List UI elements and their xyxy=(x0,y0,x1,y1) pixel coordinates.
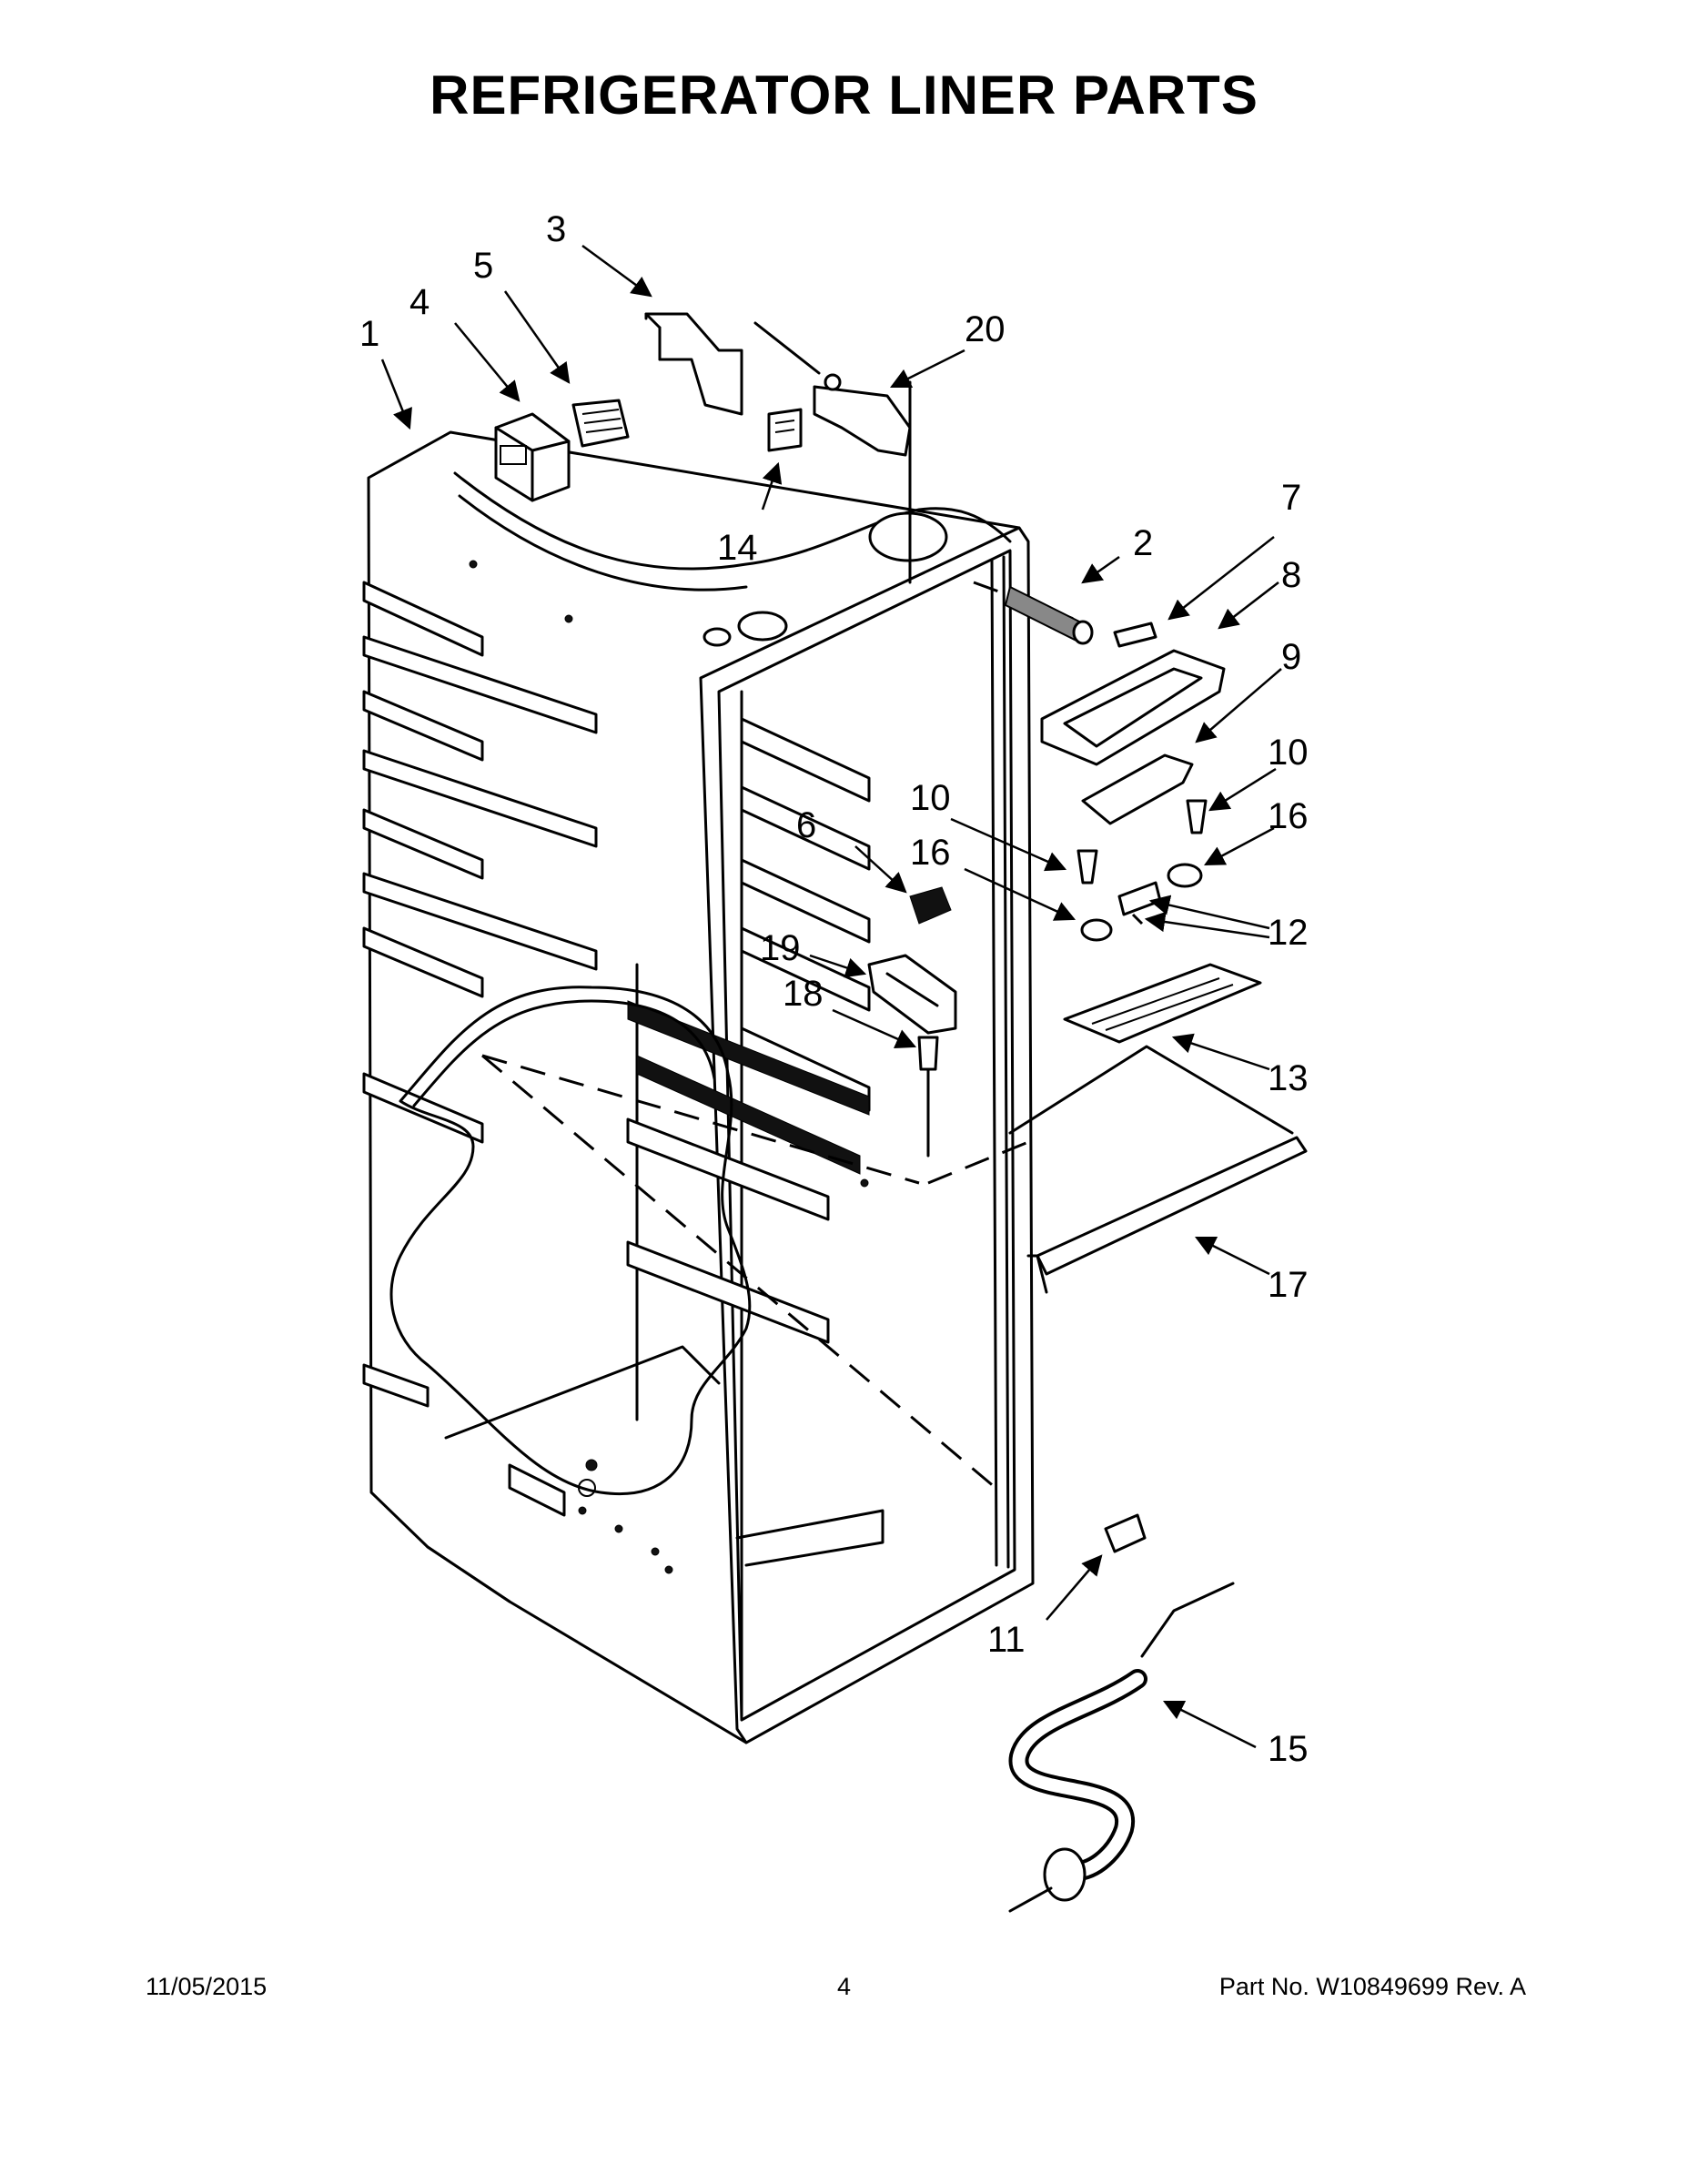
callout-2: 2 xyxy=(1133,523,1153,563)
label-part-icon xyxy=(767,408,803,452)
drain-tube-icon xyxy=(1008,1582,1235,1913)
clip-part-icon xyxy=(1113,622,1157,648)
callout-3: 3 xyxy=(546,209,566,249)
callout-11: 11 xyxy=(987,1620,1026,1660)
light-cover-icon xyxy=(1081,753,1194,825)
callout-8: 8 xyxy=(1281,555,1301,595)
callout-20: 20 xyxy=(965,309,1006,349)
sensor-probe-icon xyxy=(917,1036,939,1158)
callout-12: 12 xyxy=(1268,913,1309,953)
footer-date: 11/05/2015 xyxy=(146,1973,268,2000)
light-bulb-icon xyxy=(1080,863,1203,942)
damper-housing-icon xyxy=(867,954,957,1035)
assembly-guide-lines xyxy=(481,321,1075,1494)
bulb-socket-icon xyxy=(1117,881,1162,925)
left-wall-shelf-rails xyxy=(362,581,598,1408)
callout-16-left: 16 xyxy=(910,833,951,873)
callout-labels: 1 2 3 4 5 6 7 8 9 10 10 11 12 13 14 15 1… xyxy=(359,209,1309,1769)
callout-16-right: 16 xyxy=(1268,796,1309,836)
refrigerator-liner xyxy=(362,430,1035,1744)
callout-10-left: 10 xyxy=(910,778,951,818)
grille-part-icon xyxy=(571,399,630,448)
callout-arrows xyxy=(380,244,1282,1749)
callout-9: 9 xyxy=(1281,637,1301,677)
callout-4: 4 xyxy=(409,282,430,322)
callout-6: 6 xyxy=(796,805,816,845)
callout-14: 14 xyxy=(717,528,758,568)
callout-1: 1 xyxy=(359,314,379,354)
light-shield-icon xyxy=(1063,963,1262,1044)
callout-18: 18 xyxy=(783,974,824,1014)
thermostat-icon xyxy=(813,373,912,457)
callout-19: 19 xyxy=(760,928,801,968)
footer-page-number: 4 xyxy=(836,1973,852,2000)
screw-icon xyxy=(1076,799,1208,885)
callout-13: 13 xyxy=(1268,1058,1309,1098)
right-wall-shelf-rails xyxy=(626,717,871,1344)
filter-cartridge-icon xyxy=(1004,585,1094,645)
crisper-channel-icon xyxy=(1008,1045,1308,1294)
callout-10-right: 10 xyxy=(1268,733,1309,773)
callout-5: 5 xyxy=(473,246,493,286)
callout-7: 7 xyxy=(1281,478,1301,518)
callout-15: 15 xyxy=(1268,1729,1309,1769)
callout-17: 17 xyxy=(1268,1265,1309,1305)
switch-icon xyxy=(909,886,952,925)
footer-part-number: Part No. W10849699 Rev. A xyxy=(1218,1973,1526,2000)
light-housing-icon xyxy=(1040,649,1226,766)
drain-plug-icon xyxy=(1104,1513,1147,1553)
control-housing-icon xyxy=(494,412,571,502)
bracket-part-icon xyxy=(644,312,743,416)
page-title: REFRIGERATOR LINER PARTS xyxy=(430,65,1258,126)
